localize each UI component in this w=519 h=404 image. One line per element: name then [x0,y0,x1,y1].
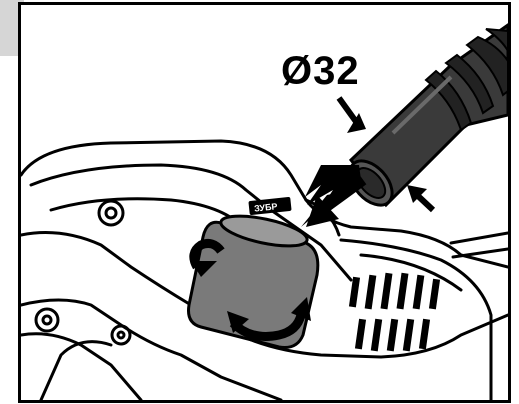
brand-mark: ЗУБР [254,201,278,213]
brand-badge: ЗУБР [248,197,292,215]
rotate-arrowhead-right [291,297,311,321]
illustration-drawing: ЗУБР [21,23,508,400]
dust-adapter [187,214,320,349]
illustration-frame: ЗУБР [18,2,511,403]
grinder-body [21,139,508,400]
diameter-label: Ø32 [281,49,360,93]
arrow-top-left [336,96,366,133]
vacuum-hose [348,23,508,208]
screws [34,199,132,346]
rotate-arrowhead-left [191,261,217,277]
rotate-arrowtail-right [227,311,249,333]
rotate-arrow-left [189,239,225,270]
arrow-right [407,185,436,213]
rotate-arrow-right [229,313,306,341]
vent-slots [348,272,441,352]
insert-arrow-main [301,165,367,227]
